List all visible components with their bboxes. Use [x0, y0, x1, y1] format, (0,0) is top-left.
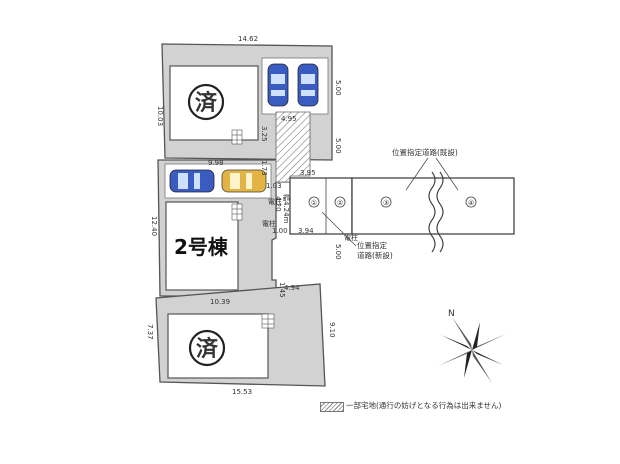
dim-bottom-width: 15.53	[232, 388, 252, 396]
easement-legend-swatch	[320, 402, 344, 412]
existing-road-leader	[435, 157, 459, 191]
dim-top-left: 10.03	[156, 106, 164, 126]
road-segment-1-marker	[308, 196, 320, 208]
road-break-mark	[428, 171, 444, 253]
dim-mid-left: 12.40	[150, 216, 158, 236]
dim-mid-right: 5.00	[334, 244, 342, 260]
dim-bottom-width-top: 10.39	[210, 298, 230, 306]
north-label: N	[448, 309, 455, 319]
dim-bottom-left: 7.37	[146, 324, 154, 340]
dim-road-100: 1.00	[272, 227, 288, 235]
car-icon	[169, 169, 215, 193]
car-icon	[297, 63, 319, 107]
existing-road-label: 位置指定道路(既設)	[392, 147, 458, 157]
bottom-stairs	[261, 313, 275, 329]
dim-mid-145: 1.45	[278, 282, 286, 298]
car-icon	[267, 63, 289, 107]
sold-badge-bottom	[188, 329, 226, 367]
middle-building	[165, 201, 239, 291]
car-icon	[221, 169, 267, 193]
dim-top-width: 14.62	[238, 35, 258, 43]
utility-pole-label: 電柱	[268, 197, 282, 206]
dim-bottom-right: 9.10	[328, 322, 336, 338]
dim-road-420: 4.20	[274, 196, 282, 212]
road-segment-2: ②	[337, 199, 343, 207]
road-segment-3-marker	[380, 196, 392, 208]
top-stairs	[231, 129, 243, 145]
dim-road-395: 3.95	[300, 169, 316, 177]
easement-legend-text: 一部宅地(通行の妨げとなる行為は出来ません)	[346, 401, 502, 410]
road-segment-2-marker	[334, 196, 346, 208]
shared-easement-area	[275, 111, 311, 183]
road-segment-4: ④	[468, 199, 474, 207]
dim-mid-width: 9.98	[208, 159, 224, 167]
dim-mid-small2: 1.03	[266, 182, 282, 190]
new-road-leader	[321, 211, 357, 247]
utility-pole-label: 電柱	[262, 219, 276, 228]
utility-pole-label: 電柱	[344, 233, 358, 242]
middle-stairs	[231, 203, 243, 221]
north-compass-icon	[438, 317, 506, 383]
road-segment-3: ③	[383, 199, 389, 207]
dim-top-parking-bottom: 4.95	[281, 115, 297, 123]
dim-mid-small: 1.73	[260, 160, 268, 176]
dim-right-5: 5.00	[334, 138, 342, 154]
lot-2-title: 2号棟	[174, 235, 229, 259]
dim-road-width: 幅4.24m	[282, 194, 291, 224]
sold-badge-top	[187, 83, 225, 121]
sold-badge-bottom-text: 済	[196, 336, 219, 362]
dim-mid-494: 4.94	[284, 284, 300, 292]
sold-badge-top-text: 済	[195, 90, 218, 116]
existing-road-leader	[405, 157, 429, 191]
new-road-label-line-1: 位置指定	[357, 240, 387, 250]
road-segment-1: ①	[311, 199, 317, 207]
road-segment-4-marker	[465, 196, 477, 208]
dim-road-394: 3.94	[298, 227, 314, 235]
dim-strip-vertical: 3.25	[260, 126, 268, 142]
new-road-label-line-2: 道路(新設)	[357, 250, 393, 260]
dim-top-right: 5.00	[334, 80, 342, 96]
